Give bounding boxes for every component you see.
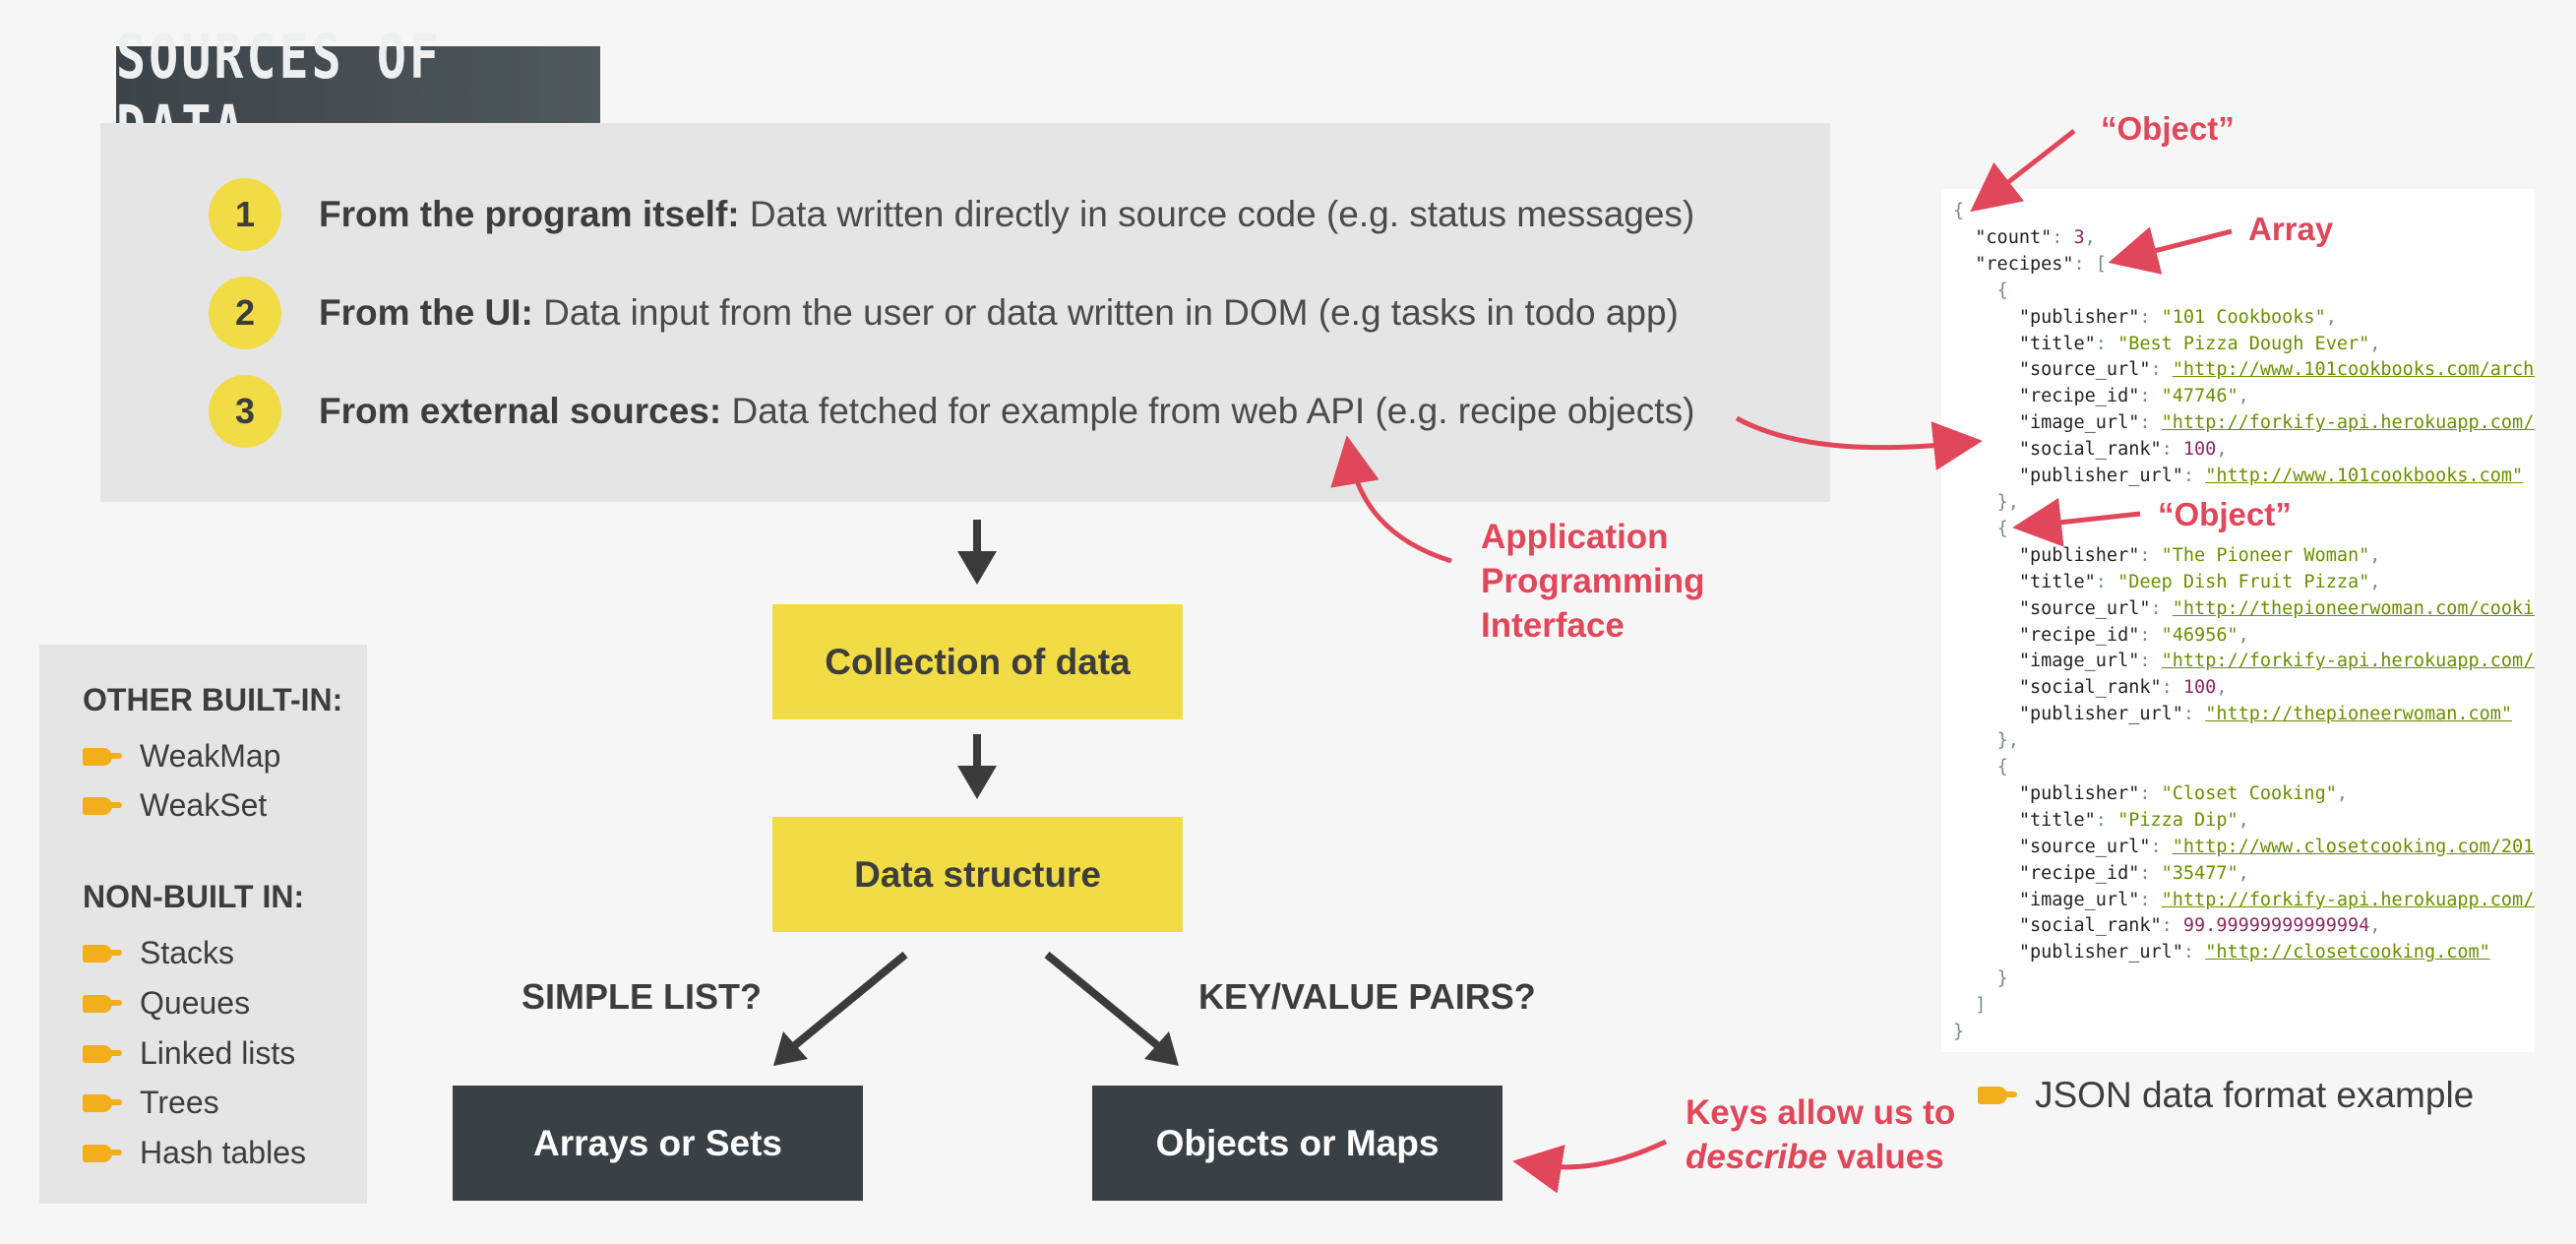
down-arrow-icon — [957, 734, 997, 799]
number-badge: 1 — [209, 178, 281, 251]
pointing-hand-icon — [83, 796, 122, 815]
array-label: Array — [2248, 211, 2334, 247]
list-item: WeakMap — [83, 738, 280, 775]
list-item: Queues — [83, 985, 250, 1022]
diagonal-arrow-left-icon — [773, 951, 908, 1066]
key-value-question: KEY/VALUE PAIRS? — [1198, 976, 1536, 1017]
down-arrow-icon — [957, 520, 997, 585]
sources-box: 1 From the program itself: Data written … — [100, 123, 1830, 502]
json-code: { "count": 3, "recipes": [ { "publisher"… — [1953, 201, 2535, 1043]
source-item-ui: 2 From the UI: Data input from the user … — [209, 274, 1679, 352]
other-structures-panel: OTHER BUILT-IN: WeakMap WeakSet NON-BUIL… — [39, 645, 367, 1204]
list-item: Trees — [83, 1085, 219, 1121]
pointing-hand-icon — [83, 944, 122, 963]
source-description: Data fetched for example from web API (e… — [721, 391, 1695, 431]
non-builtin-heading: NON-BUILT IN: — [83, 879, 305, 914]
simple-list-question: SIMPLE LIST? — [521, 976, 763, 1017]
keys-note: Keys allow us to describe values — [1686, 1093, 1956, 1176]
source-item-external: 3 From external sources: Data fetched fo… — [209, 372, 1694, 451]
source-title: From the program itself: — [319, 194, 740, 234]
number-badge: 2 — [209, 277, 281, 349]
api-arrow-icon — [1330, 435, 1452, 564]
data-structure-box: Data structure — [772, 817, 1183, 932]
pointing-hand-icon — [1978, 1087, 2017, 1104]
json-caption-text: JSON data format example — [2035, 1075, 2475, 1115]
external-source-arrow-icon — [1735, 415, 1983, 470]
objects-or-maps-box: Objects or Maps — [1092, 1086, 1503, 1201]
json-example-panel: { "count": 3, "recipes": [ { "publisher"… — [1941, 189, 2535, 1052]
pointing-hand-icon — [83, 994, 122, 1013]
pointing-hand-icon — [83, 1093, 122, 1112]
arrays-or-sets-box: Arrays or Sets — [453, 1086, 863, 1201]
pointing-hand-icon — [83, 1144, 122, 1162]
pointing-hand-icon — [83, 747, 122, 766]
object-label-inner: “Object” — [2158, 496, 2292, 532]
list-item: Stacks — [83, 935, 234, 971]
list-item: WeakSet — [83, 787, 267, 824]
diagonal-arrow-right-icon — [1044, 951, 1179, 1066]
json-caption: JSON data format example — [1978, 1075, 2474, 1116]
collection-of-data-box: Collection of data — [772, 604, 1183, 719]
source-title: From the UI: — [319, 292, 533, 333]
other-builtin-heading: OTHER BUILT-IN: — [83, 682, 343, 717]
list-item: Linked lists — [83, 1035, 295, 1072]
source-item-program: 1 From the program itself: Data written … — [209, 175, 1694, 254]
object-top-arrow-icon — [1970, 129, 2076, 213]
api-note: Application Programming Interface — [1481, 518, 1705, 645]
array-arrow-icon — [2108, 226, 2233, 275]
pointing-hand-icon — [83, 1044, 122, 1063]
list-item: Hash tables — [83, 1135, 306, 1171]
source-description: Data input from the user or data written… — [532, 292, 1679, 333]
number-badge: 3 — [209, 375, 281, 448]
source-title: From external sources: — [319, 391, 722, 431]
keys-arrow-icon — [1512, 1139, 1668, 1194]
object-label-top: “Object” — [2101, 110, 2235, 147]
object-inner-arrow-icon — [2012, 497, 2141, 547]
source-description: Data written directly in source code (e.… — [739, 194, 1695, 234]
